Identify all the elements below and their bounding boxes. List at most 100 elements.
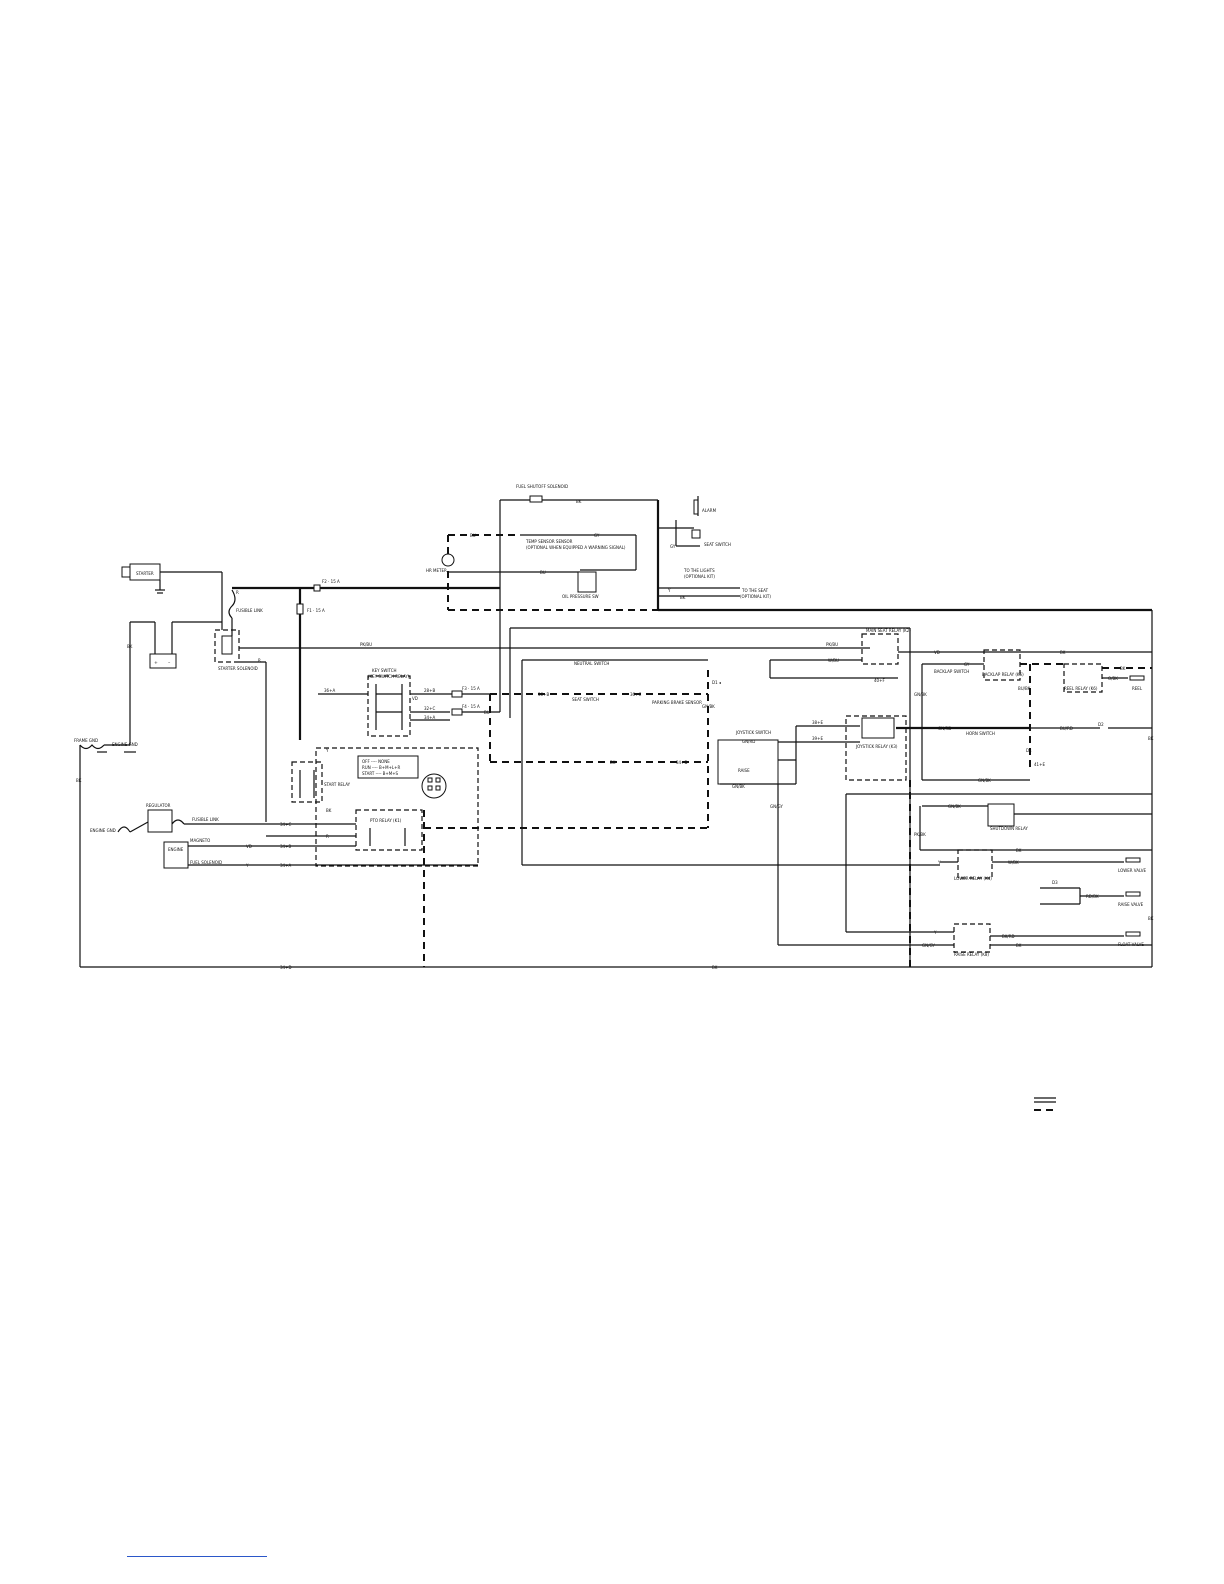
svg-text:BACKLAP SWITCH: BACKLAP SWITCH	[934, 669, 969, 674]
svg-text:39+E: 39+E	[812, 736, 823, 741]
svg-text:BK: BK	[610, 760, 616, 765]
battery-plus: +	[154, 660, 158, 666]
svg-text:SEAT SWITCH: SEAT SWITCH	[704, 542, 731, 547]
svg-text:RAISE: RAISE	[738, 768, 750, 773]
svg-text:VD: VD	[412, 696, 418, 701]
footer-link-rule	[127, 1556, 267, 1557]
joystick-switch: JOYSTICK SWITCH RAISE 38+E 39+E GN/RD GN…	[717, 720, 860, 945]
svg-text:START RELAY: START RELAY	[324, 782, 351, 787]
svg-text:(OPTIONAL WHEN EQUIPPED A WARN: (OPTIONAL WHEN EQUIPPED A WARNING SIGNAL…	[526, 545, 626, 550]
svg-text:BK: BK	[1016, 943, 1022, 948]
svg-text:F2 · 15 A: F2 · 15 A	[322, 579, 340, 584]
svg-text:OFF ---- NONE: OFF ---- NONE	[362, 759, 390, 764]
svg-text:KEY SWITCH: KEY SWITCH	[372, 668, 397, 673]
fuses-f3-f4: F3 · 15 A F4 · 15 A BU	[451, 588, 501, 716]
backlap-section: BACKLAP SWITCH GY BACKLAP RELAY (K5) BU/…	[914, 649, 1064, 783]
svg-text:PK/BK: PK/BK	[914, 832, 926, 837]
svg-text:O/BK: O/BK	[1108, 676, 1118, 681]
svg-text:34+B: 34+B	[280, 844, 291, 849]
raise-relay-k8: RAISE RELAY (K8) Y GN/GY BK/RD BK FLOAT …	[778, 736, 1154, 957]
joystick-relay-k3: JOYSTICK RELAY (K3) GN/RD HORN SWITCH	[845, 715, 1030, 781]
svg-text:BK: BK	[1120, 666, 1126, 671]
svg-text:GN/RD: GN/RD	[938, 726, 951, 731]
svg-text:BK: BK	[1148, 916, 1154, 921]
key-legend: OFF ---- NONE RUN ---- B+M+L+R START ---…	[357, 755, 447, 799]
svg-text:REGULATOR: REGULATOR	[146, 803, 171, 808]
svg-text:ALARM: ALARM	[702, 508, 717, 513]
svg-text:FUEL SOLENOID: FUEL SOLENOID	[190, 860, 222, 865]
svg-text:GY: GY	[670, 544, 676, 549]
svg-text:41+E: 41+E	[1034, 762, 1045, 767]
svg-text:BK: BK	[1016, 848, 1022, 853]
battery-minus: –	[168, 661, 171, 666]
svg-text:BK: BK	[76, 778, 82, 783]
svg-text:F4 · 15 A: F4 · 15 A	[462, 704, 480, 709]
lower-relay-k4: LOWER RELAY (K4) Y W/BK LOWER VALVE	[937, 849, 1147, 881]
svg-text:HR METER: HR METER	[426, 568, 447, 573]
svg-text:GN/GY: GN/GY	[770, 804, 783, 809]
start-relay: START RELAY Y	[291, 747, 479, 867]
svg-text:GN/BK: GN/BK	[978, 778, 991, 783]
svg-text:FUSIBLE LINK: FUSIBLE LINK	[192, 817, 219, 822]
svg-text:(OPTIONAL KIT): (OPTIONAL KIT)	[740, 594, 771, 599]
svg-text:REEL: REEL	[1132, 686, 1143, 691]
svg-text:D3: D3	[1052, 880, 1058, 885]
svg-text:F1 · 15 A: F1 · 15 A	[307, 608, 325, 613]
svg-text:TO THE SEAT: TO THE SEAT	[741, 588, 769, 593]
svg-text:D4: D4	[1026, 748, 1032, 753]
shutdown-relay: SHUTDOWN RELAY GN/BK PK/BK BK	[914, 803, 1152, 853]
svg-text:MAIN SEAT RELAY (K2): MAIN SEAT RELAY (K2)	[866, 628, 911, 633]
key-switch: KEY SWITCH (KEY SWITCH RELAY) 36+A 28+B …	[318, 668, 490, 737]
svg-text:BU/BK: BU/BK	[1018, 686, 1031, 691]
svg-text:Y: Y	[937, 860, 941, 865]
svg-text:GN/BK: GN/BK	[914, 692, 927, 697]
svg-text:36+A: 36+A	[324, 688, 335, 693]
ground-symbols: FRAME GND ENGINE GND BK	[74, 738, 138, 783]
svg-text:28+B: 28+B	[424, 688, 435, 693]
interlock-switches: 36+B SEAT SWITCH 36+C PARKING BRAKE SENS…	[424, 661, 721, 829]
svg-text:BK: BK	[680, 595, 686, 600]
svg-text:VD: VD	[934, 650, 940, 655]
svg-text:36+B: 36+B	[538, 692, 549, 697]
svg-text:36+C: 36+C	[630, 692, 641, 697]
svg-text:W/BU: W/BU	[828, 658, 839, 663]
svg-text:GN/BK: GN/BK	[732, 784, 745, 789]
fuse-f2: F2 · 15 A F1 · 15 A	[296, 579, 500, 740]
svg-text:GN/GY: GN/GY	[922, 943, 935, 948]
svg-text:BU: BU	[484, 710, 490, 715]
svg-text:SEAT SWITCH: SEAT SWITCH	[572, 697, 599, 702]
svg-text:GY: GY	[964, 662, 970, 667]
svg-text:34+D: 34+D	[280, 965, 292, 970]
svg-text:D2: D2	[1098, 722, 1104, 727]
frame-gnd-label: FRAME GND	[74, 738, 98, 743]
main-seat-relay-k2: MAIN SEAT RELAY (K2) W/BU 40+F VD BK	[769, 628, 1152, 683]
svg-text:LOWER VALVE: LOWER VALVE	[1118, 868, 1147, 873]
svg-text:F3 · 15 A: F3 · 15 A	[462, 686, 480, 691]
svg-text:STARTER SOLENOID: STARTER SOLENOID	[218, 666, 258, 671]
svg-text:MAGNETO: MAGNETO	[190, 838, 210, 843]
svg-text:REEL RELAY (K6): REEL RELAY (K6)	[1064, 686, 1098, 691]
battery: + – BK	[127, 621, 222, 745]
pk-bu-line: PK/BU PK/BU R	[239, 642, 870, 822]
svg-text:GY: GY	[594, 533, 600, 538]
svg-text:FUEL SHUTOFF SOLENOID: FUEL SHUTOFF SOLENOID	[516, 484, 568, 489]
svg-text:32+C: 32+C	[424, 706, 435, 711]
svg-text:Y: Y	[325, 748, 329, 753]
svg-text:(KEY SWITCH RELAY): (KEY SWITCH RELAY)	[368, 674, 410, 679]
svg-text:38+E: 38+E	[812, 720, 823, 725]
svg-text:GN/BK: GN/BK	[948, 804, 961, 809]
svg-text:ENGINE: ENGINE	[168, 847, 184, 852]
svg-text:JOYSTICK RELAY (K3): JOYSTICK RELAY (K3)	[855, 744, 898, 749]
starter-block: STARTER	[121, 563, 223, 630]
svg-text:W/BK: W/BK	[1008, 860, 1019, 865]
svg-text:VD: VD	[246, 844, 252, 849]
svg-text:R: R	[326, 834, 329, 839]
bottom-bus: 34+D BK	[280, 780, 911, 970]
svg-text:RUN ---- B+M+L+R: RUN ---- B+M+L+R	[362, 765, 400, 770]
svg-text:JOYSTICK SWITCH: JOYSTICK SWITCH	[735, 730, 771, 735]
svg-text:BK: BK	[712, 965, 718, 970]
svg-text:40+F: 40+F	[874, 678, 885, 683]
frame-wiring	[79, 500, 1153, 968]
svg-text:BK/RD: BK/RD	[1002, 934, 1015, 939]
